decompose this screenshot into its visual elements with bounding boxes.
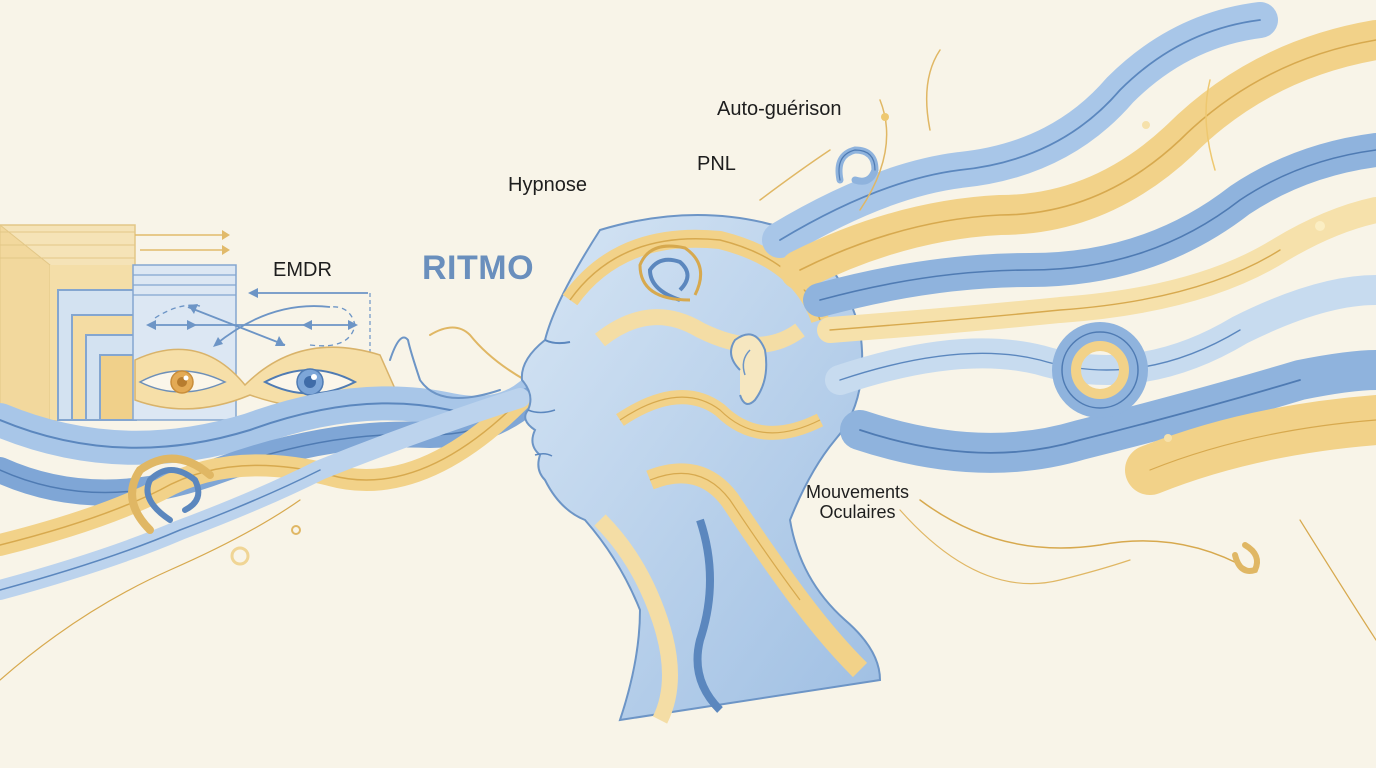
label-auto-guerison: Auto-guérison	[717, 98, 842, 120]
right-waves	[759, 2, 1376, 641]
bubble	[230, 546, 250, 566]
label-hypnose: Hypnose	[508, 174, 587, 196]
label-emdr: EMDR	[273, 259, 332, 281]
left-waves	[0, 326, 547, 681]
label-mouvements-oculaires: Mouvements Oculaires	[806, 482, 910, 523]
label-mouvements-line2: Oculaires	[819, 501, 896, 522]
label-pnl: PNL	[697, 153, 736, 175]
head-profile	[520, 214, 882, 724]
label-mouvements-line1: Mouvements	[806, 482, 910, 502]
brand-title: RITMO	[422, 249, 535, 287]
